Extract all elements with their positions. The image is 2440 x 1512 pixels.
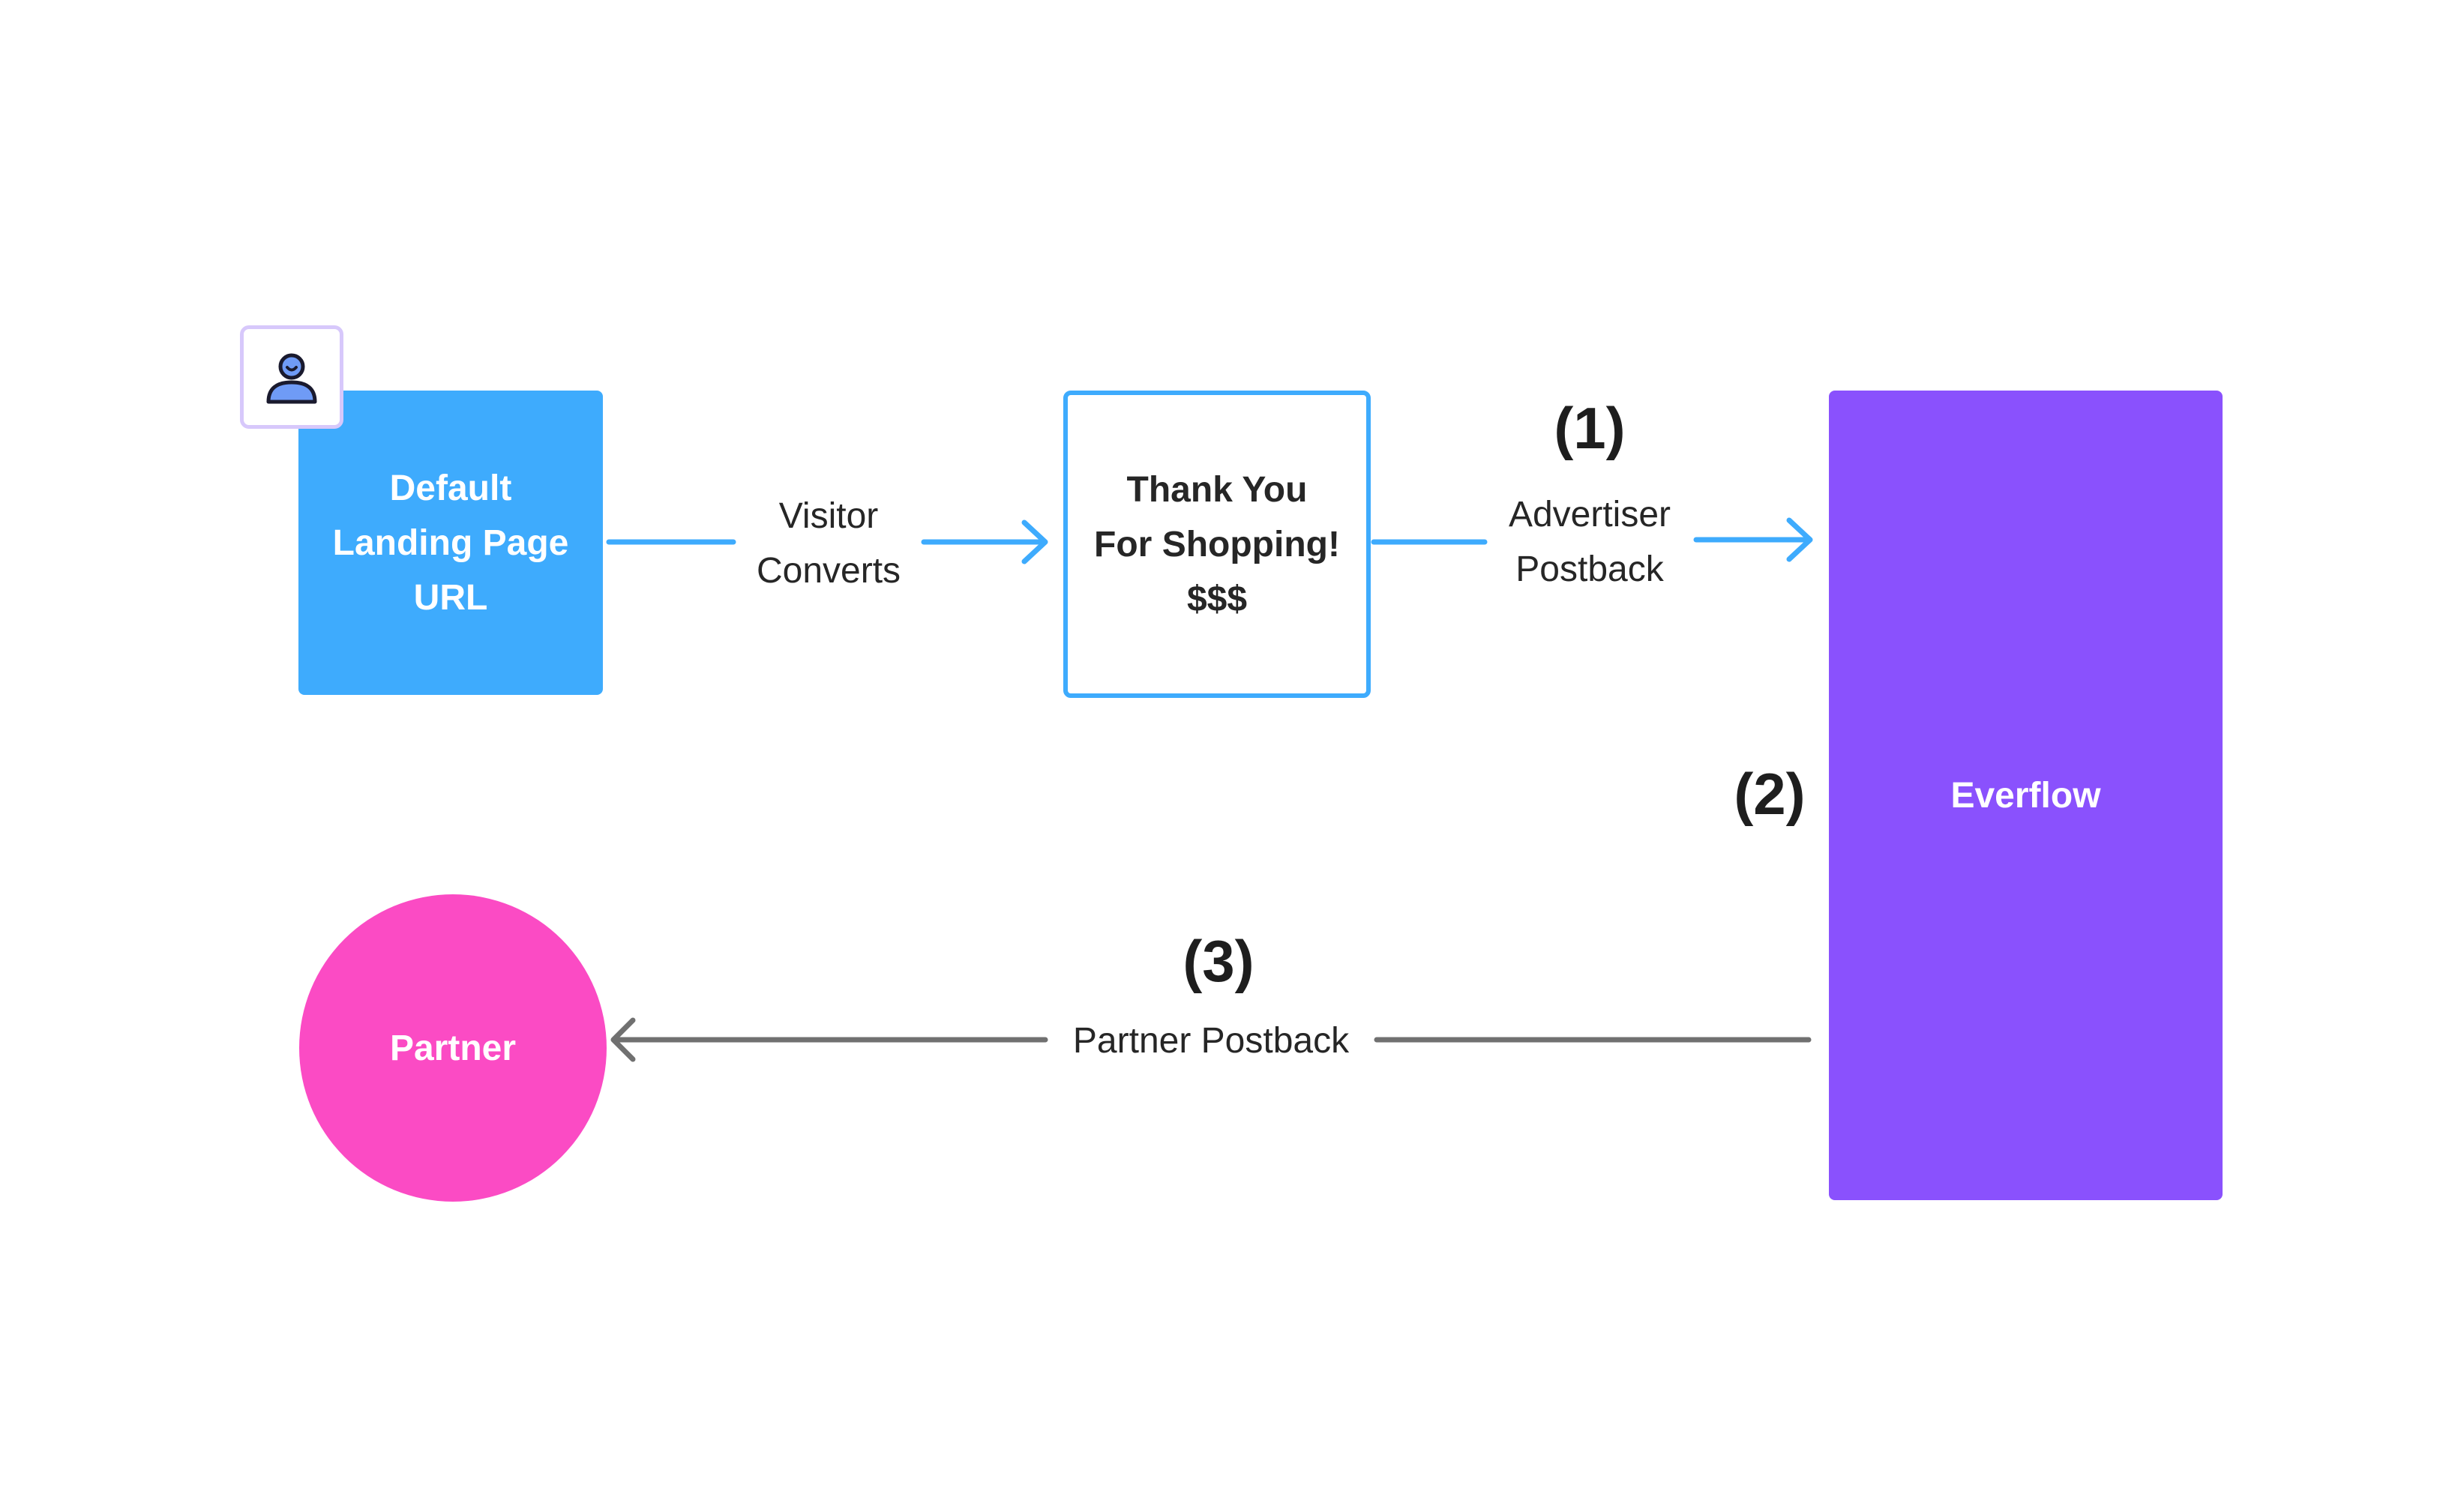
user-badge xyxy=(240,325,343,429)
step-one-label: (1) xyxy=(1554,395,1626,461)
arrow-visitor-converts xyxy=(606,519,1048,564)
partner-postback-label: Partner Postback xyxy=(1072,1021,1350,1061)
step-two-label: (2) xyxy=(1734,761,1806,827)
partner-label: Partner xyxy=(389,1028,517,1068)
thank-you-label: Thank You For Shopping! $$$ xyxy=(1094,469,1340,619)
visitor-converts-label: Visitor Converts xyxy=(756,496,901,591)
arrow-advertiser-postback xyxy=(1371,517,1813,562)
everflow-label: Everflow xyxy=(1950,775,2101,816)
landing-page-label: Default Landing Page URL xyxy=(332,468,569,618)
person-icon xyxy=(266,353,317,404)
thank-you-node: Thank You For Shopping! $$$ xyxy=(1063,391,1371,698)
step-three-label: (3) xyxy=(1183,928,1254,994)
advertiser-postback-label: Advertiser Postback xyxy=(1508,495,1671,589)
landing-page-node: Default Landing Page URL xyxy=(298,391,603,695)
arrow-partner-postback xyxy=(610,1017,1812,1062)
everflow-node: Everflow xyxy=(1829,391,2223,1200)
partner-node: Partner xyxy=(299,894,607,1202)
